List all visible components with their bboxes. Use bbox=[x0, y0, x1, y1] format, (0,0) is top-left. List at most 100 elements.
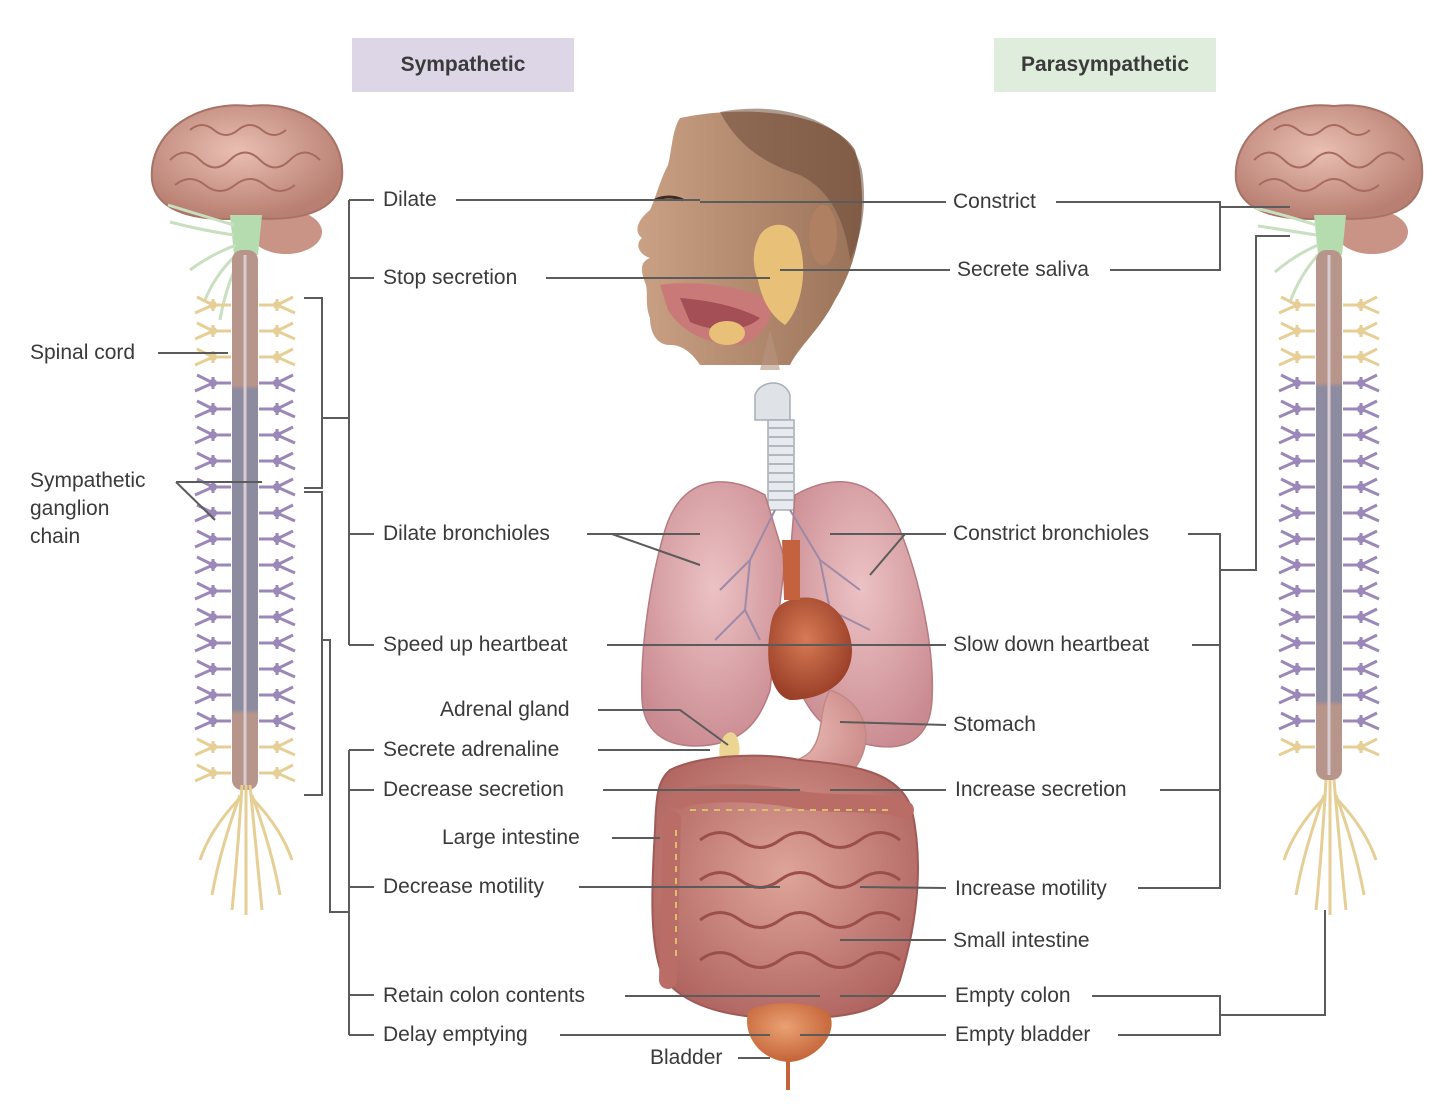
ganglion-node bbox=[209, 717, 217, 725]
ganglion-node bbox=[273, 535, 281, 543]
ganglion-node bbox=[273, 379, 281, 387]
ganglion-chain-label-line2: ganglion bbox=[30, 497, 110, 520]
ganglion-node bbox=[1357, 561, 1365, 569]
para-slow-down-heartbeat-label: Slow down heartbeat bbox=[953, 633, 1150, 656]
ganglion-node bbox=[1293, 665, 1301, 673]
ganglion-node bbox=[273, 691, 281, 699]
para-constrict-label: Constrict bbox=[953, 190, 1036, 213]
para-empty-bladder-label: Empty bladder bbox=[955, 1023, 1091, 1046]
sympathetic-header: Sympathetic bbox=[352, 38, 574, 92]
ganglion-node bbox=[1357, 587, 1365, 595]
ganglion-node bbox=[209, 561, 217, 569]
ganglion-node bbox=[1293, 717, 1301, 725]
right-ganglia bbox=[1278, 295, 1380, 757]
para-empty-colon-label: Empty colon bbox=[955, 984, 1071, 1007]
ganglion-node bbox=[1357, 665, 1365, 673]
para-constrict-bronchioles-label: Constrict bronchioles bbox=[953, 522, 1150, 545]
ganglion-node bbox=[273, 561, 281, 569]
ganglion-node bbox=[273, 509, 281, 517]
ganglion-node bbox=[273, 301, 281, 309]
sym-decrease-motility-label: Decrease motility bbox=[383, 875, 545, 898]
ganglion-node bbox=[273, 665, 281, 673]
ganglion-node bbox=[273, 327, 281, 335]
ganglion-node bbox=[1357, 353, 1365, 361]
ganglion-node bbox=[1357, 379, 1365, 387]
adrenal-gland-label: Adrenal gland bbox=[440, 698, 570, 721]
sym-delay-emptying-label: Delay emptying bbox=[383, 1023, 528, 1046]
ganglion-node bbox=[1293, 535, 1301, 543]
ganglion-node bbox=[273, 431, 281, 439]
ganglion-node bbox=[1293, 379, 1301, 387]
left-cranial-nerves bbox=[167, 203, 240, 321]
ganglion-node bbox=[1293, 613, 1301, 621]
ganglion-node bbox=[273, 405, 281, 413]
head-illustration bbox=[637, 108, 865, 370]
ganglion-node bbox=[209, 639, 217, 647]
ganglion-node bbox=[1293, 431, 1301, 439]
ganglion-node bbox=[1357, 431, 1365, 439]
ganglion-node bbox=[1293, 561, 1301, 569]
ganglion-node bbox=[209, 665, 217, 673]
left-cauda-equina bbox=[198, 784, 294, 915]
ganglion-node bbox=[1293, 743, 1301, 751]
sym-speed-up-heartbeat-label: Speed up heartbeat bbox=[383, 633, 568, 656]
ganglion-node bbox=[1293, 353, 1301, 361]
right-brain-and-spinal-cord bbox=[1234, 104, 1424, 915]
bladder-label: Bladder bbox=[650, 1046, 723, 1069]
ganglion-node bbox=[1293, 587, 1301, 595]
ganglion-node bbox=[1357, 457, 1365, 465]
ganglion-node bbox=[1357, 691, 1365, 699]
stomach-label: Stomach bbox=[953, 713, 1036, 736]
right-brain-icon bbox=[1234, 104, 1424, 255]
parasympathetic-header-text: Parasympathetic bbox=[1020, 53, 1190, 76]
ganglion-node bbox=[1357, 301, 1365, 309]
ganglion-node bbox=[1293, 509, 1301, 517]
ganglion-node bbox=[1293, 327, 1301, 335]
ganglion-node bbox=[1357, 509, 1365, 517]
ganglion-node bbox=[1357, 327, 1365, 335]
parasympathetic-header: Parasympathetic bbox=[994, 38, 1216, 92]
ganglion-node bbox=[209, 535, 217, 543]
heart bbox=[768, 540, 852, 700]
bladder bbox=[747, 1003, 832, 1090]
ganglion-node bbox=[273, 743, 281, 751]
para-secrete-saliva-label: Secrete saliva bbox=[957, 258, 1089, 281]
ganglion-node bbox=[273, 639, 281, 647]
sym-secrete-adrenaline-label: Secrete adrenaline bbox=[383, 738, 560, 761]
ganglion-node bbox=[1293, 483, 1301, 491]
left-brain-and-spinal-cord bbox=[150, 104, 344, 915]
intestines bbox=[651, 754, 919, 1020]
spinal-cord-label: Spinal cord bbox=[30, 341, 136, 364]
sym-stop-secretion-label: Stop secretion bbox=[383, 266, 518, 289]
left-brain-icon bbox=[150, 104, 344, 255]
ganglion-node bbox=[209, 301, 217, 309]
ganglion-node bbox=[273, 353, 281, 361]
ganglion-node bbox=[209, 457, 217, 465]
ganglion-node bbox=[1357, 613, 1365, 621]
ganglion-node bbox=[1357, 483, 1365, 491]
para-increase-secretion-label: Increase secretion bbox=[955, 778, 1127, 801]
ganglion-node bbox=[1293, 691, 1301, 699]
ganglion-node bbox=[209, 613, 217, 621]
sym-dilate-bronchioles-label: Dilate bronchioles bbox=[383, 522, 550, 545]
ganglion-node bbox=[273, 769, 281, 777]
sym-decrease-secretion-label: Decrease secretion bbox=[383, 778, 564, 801]
ganglion-node bbox=[1357, 535, 1365, 543]
leader-lines bbox=[158, 199, 1326, 1059]
ganglion-node bbox=[1293, 639, 1301, 647]
ganglion-node bbox=[1357, 717, 1365, 725]
ganglion-node bbox=[1357, 405, 1365, 413]
ganglion-node bbox=[209, 743, 217, 751]
trachea bbox=[754, 382, 795, 511]
ganglion-node bbox=[1293, 457, 1301, 465]
ganglion-node bbox=[209, 483, 217, 491]
ganglion-node bbox=[209, 769, 217, 777]
left-ganglia bbox=[194, 295, 296, 783]
ganglion-node bbox=[273, 587, 281, 595]
ganglion-node bbox=[209, 431, 217, 439]
ganglion-node bbox=[1293, 405, 1301, 413]
ganglion-node bbox=[1357, 639, 1365, 647]
ganglion-node bbox=[1357, 743, 1365, 751]
ganglion-node bbox=[273, 483, 281, 491]
